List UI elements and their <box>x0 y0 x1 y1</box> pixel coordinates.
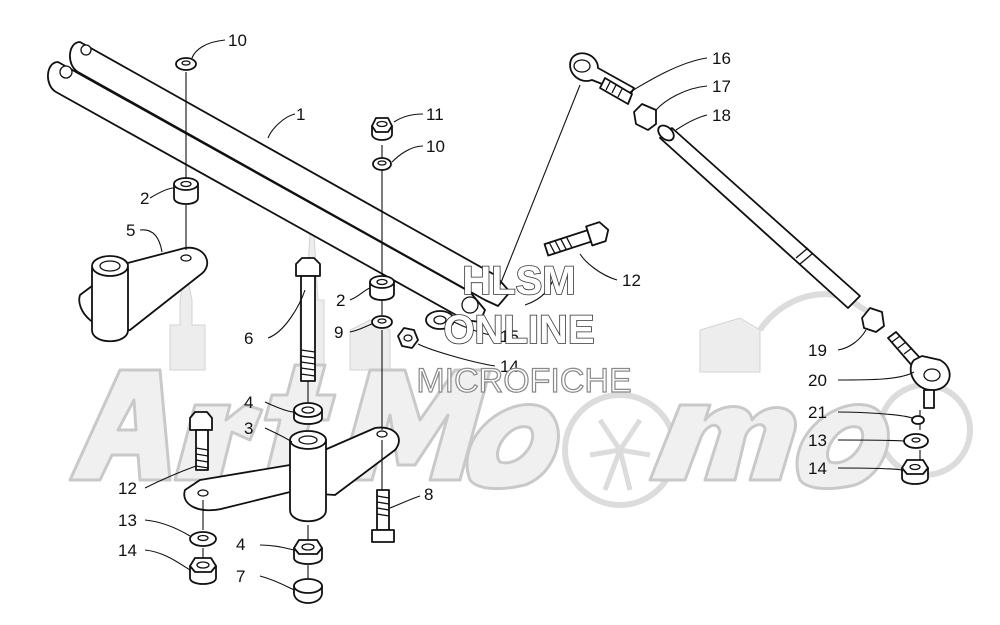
part-12-bolt-middle <box>543 221 610 257</box>
watermark-hlsm: HLSM <box>462 259 575 303</box>
rod-to-arm-link-line <box>499 84 581 286</box>
bracket-hole <box>180 254 192 262</box>
callout-10-top: 10 <box>228 31 247 50</box>
part-21-small-washer <box>911 415 925 425</box>
callout-12-right: 12 <box>622 271 641 290</box>
part-8-bolt <box>371 489 395 543</box>
arm-upper-bar <box>69 41 511 307</box>
arm-end-hole <box>461 296 479 314</box>
assembly-axis-lines <box>185 72 921 580</box>
leader-lines <box>139 39 915 591</box>
part-3-lower-bracket <box>183 426 400 523</box>
callout-21: 21 <box>808 403 827 422</box>
callout-20: 20 <box>808 371 827 390</box>
hlsm-watermark: HLSM ONLINE MICROFICHE <box>416 258 633 400</box>
part-2-spacer-right <box>369 275 395 301</box>
callout-5: 5 <box>126 221 135 240</box>
callout-3: 3 <box>244 419 253 438</box>
lower-bracket-boss <box>289 439 327 523</box>
callout-6: 6 <box>244 329 253 348</box>
part-10-washer-top <box>175 57 197 71</box>
lower-bracket-boss-bore <box>298 435 318 445</box>
part-7-cap-nut <box>293 578 323 604</box>
part-14-nut-middle <box>397 327 419 349</box>
callout-16: 16 <box>712 49 731 68</box>
part-12-bolt-left <box>189 411 213 471</box>
part-11-locknut <box>371 117 393 141</box>
part-17-jam-nut <box>633 103 657 131</box>
callout-labels: 10 1 2 5 11 10 2 9 6 4 3 12 13 14 4 7 8 … <box>118 31 827 586</box>
lower-bracket-hole <box>376 430 388 438</box>
callout-17: 17 <box>712 77 731 96</box>
part-16-rod-end-top <box>569 52 635 105</box>
callout-4-upper: 4 <box>244 393 253 412</box>
callout-14-left: 14 <box>118 541 137 560</box>
bracket-boss <box>91 267 129 343</box>
callout-11: 11 <box>426 105 444 124</box>
lower-bracket-hole-left <box>197 489 209 497</box>
watermark-microfiche: MICROFICHE <box>416 362 631 400</box>
part-6-long-bolt <box>295 257 321 382</box>
callout-9: 9 <box>334 323 343 342</box>
callout-2-left: 2 <box>140 189 149 208</box>
callout-2-right: 2 <box>336 291 345 310</box>
part-5-pivot-bracket <box>78 246 209 343</box>
callout-15: 15 <box>500 327 519 346</box>
callout-8: 8 <box>424 485 433 504</box>
callout-1: 1 <box>296 105 305 124</box>
part-10-washer-right <box>372 157 392 171</box>
arm-lower-bar <box>47 61 486 323</box>
part-1-tie-rod-arm <box>47 41 511 323</box>
callout-19: 19 <box>808 341 827 360</box>
callout-12-left: 12 <box>118 479 137 498</box>
part-4-nut-lower <box>293 539 323 565</box>
callout-14-middle: 14 <box>500 357 519 376</box>
callout-10-right: 10 <box>426 137 445 156</box>
callout-4-lower: 4 <box>236 535 245 554</box>
callout-13-left: 13 <box>118 511 137 530</box>
bracket-boss-bore <box>99 260 121 272</box>
part-13-washer-left <box>189 531 217 547</box>
part-20-rod-end-bottom <box>887 331 951 409</box>
arm-eye-hole <box>59 65 73 79</box>
callout-14-right: 14 <box>808 459 827 478</box>
part-19-jam-nut <box>861 307 885 333</box>
part-4-nut-upper <box>293 402 323 425</box>
callout-13-right: 13 <box>808 431 827 450</box>
part-9-washer <box>371 315 393 329</box>
part-15-spacer <box>425 310 455 330</box>
callout-18: 18 <box>712 106 731 125</box>
arm-eye-hole-upper <box>80 44 92 56</box>
part-14-nut-left <box>189 557 217 585</box>
part-14-nut-right <box>901 459 929 485</box>
part-18-tube <box>657 124 861 309</box>
callout-7: 7 <box>236 567 245 586</box>
part-2-spacer-left <box>173 177 199 205</box>
part-13-washer-right <box>903 433 929 449</box>
watermark-online: ONLINE <box>443 308 594 352</box>
